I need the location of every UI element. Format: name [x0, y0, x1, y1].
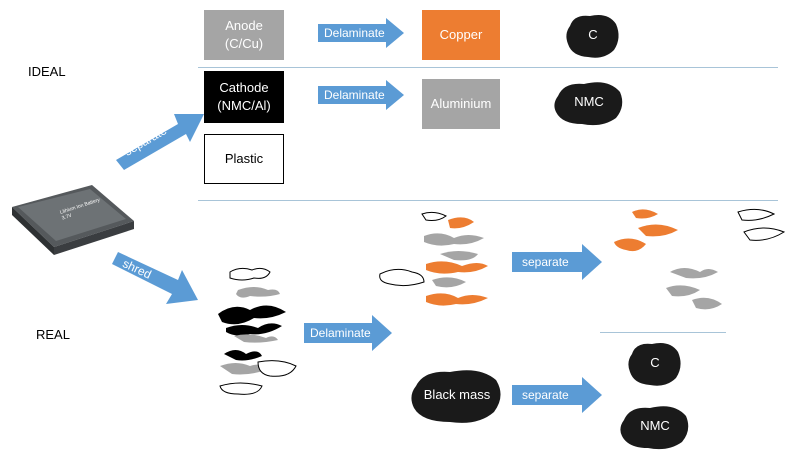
delaminated-pieces [379, 211, 488, 306]
battery-image: Lithium Ion Battery 3.7V [8, 185, 136, 255]
separate-real-arrow-1: separate [512, 244, 602, 280]
separate-real-1-label: separate [522, 255, 569, 269]
shred-arrow: shred [112, 250, 198, 310]
cathode-box: Cathode (NMC/Al) [204, 71, 284, 123]
ideal-label: IDEAL [28, 64, 66, 79]
nmc-ideal-blob: NMC [552, 78, 626, 128]
nmc-ideal-label: NMC [574, 94, 604, 109]
delaminate-real-label: Delaminate [310, 326, 371, 340]
separate-real-arrow-2: separate [512, 377, 602, 413]
plastic-box: Plastic [204, 134, 284, 184]
divider-top [198, 67, 778, 68]
nmc-real-label: NMC [640, 418, 670, 433]
divider-real [600, 332, 726, 333]
nmc-real-blob: NMC [618, 402, 692, 452]
separate-diagonal-arrow: separate [112, 110, 204, 172]
carbon-ideal-blob: C [564, 12, 622, 60]
copper-box: Copper [422, 10, 500, 60]
delaminate-real-arrow: Delaminate [304, 315, 392, 351]
delaminate-arrow-1: Delaminate [318, 18, 404, 48]
carbon-real-blob: C [626, 340, 684, 388]
carbon-ideal-label: C [588, 27, 598, 42]
anode-box: Anode (C/Cu) [204, 10, 284, 60]
real-label: REAL [36, 327, 70, 342]
carbon-real-label: C [650, 355, 660, 370]
black-mass-label: Black mass [423, 387, 491, 402]
separate-real-2-label: separate [522, 388, 569, 402]
shredded-pieces [218, 267, 297, 395]
battery-icon [12, 185, 134, 255]
black-mass-blob: Black mass [408, 366, 506, 426]
delaminate-arrow-2: Delaminate [318, 80, 404, 110]
aluminium-box: Aluminium [422, 79, 500, 129]
separated-pieces [614, 208, 786, 310]
delaminate-arrow-2-label: Delaminate [324, 88, 385, 102]
delaminate-arrow-1-label: Delaminate [324, 26, 385, 40]
divider-middle [198, 200, 778, 201]
